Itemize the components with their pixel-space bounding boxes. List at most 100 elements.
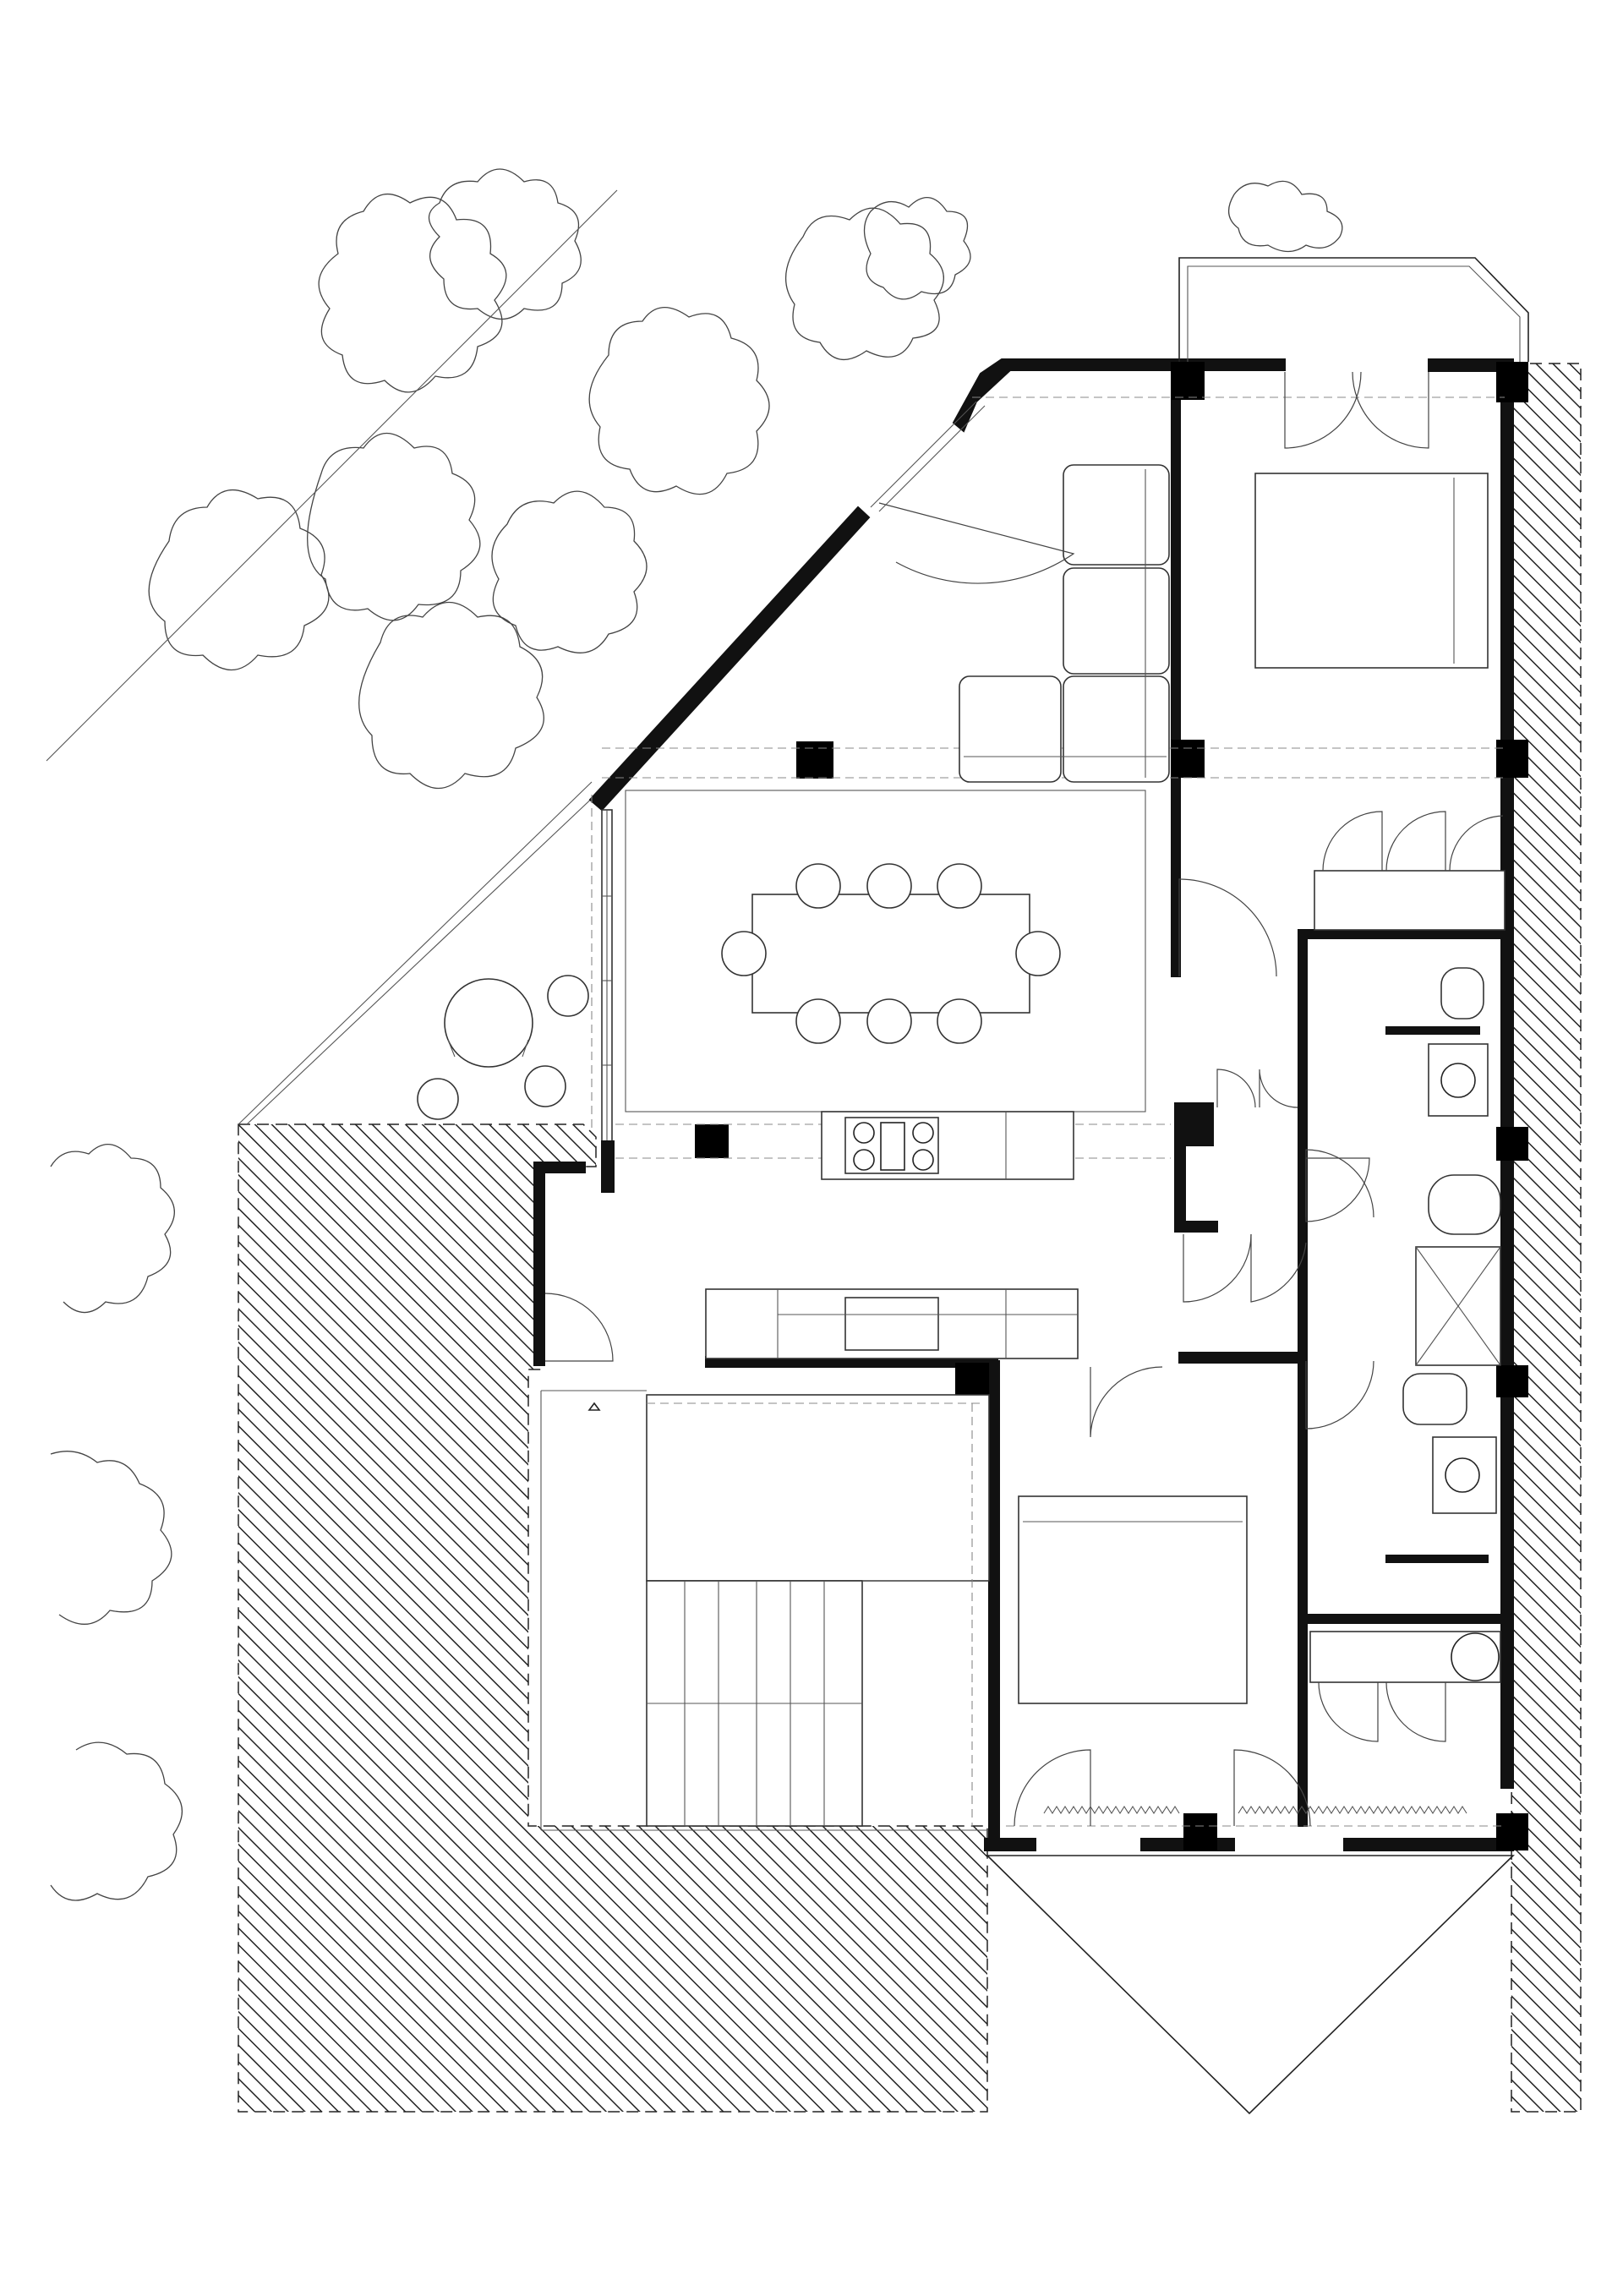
tree-canopy <box>307 432 481 621</box>
column <box>1496 1365 1528 1397</box>
terrace-table <box>444 978 533 1068</box>
sofa-seat <box>1063 464 1170 566</box>
left-facade-glazing <box>601 809 615 1193</box>
kitchen-island <box>821 1111 1074 1180</box>
landing <box>646 1394 990 1582</box>
terrace-stool <box>524 1065 566 1107</box>
column <box>955 1363 989 1397</box>
tree-canopies <box>46 168 1343 1901</box>
closet-door-swing <box>1385 811 1446 872</box>
sink <box>844 1297 939 1351</box>
burner-grid <box>880 1122 905 1171</box>
door-swing <box>1305 1157 1370 1222</box>
kitchen-counter <box>705 1288 1079 1359</box>
bedroom-2 <box>1014 1366 1501 1827</box>
wall-pier <box>601 1140 615 1193</box>
tree-canopy <box>491 490 648 653</box>
column <box>1496 1127 1528 1161</box>
tree-canopy <box>50 1741 183 1901</box>
wall-bedroom2-top <box>1178 1352 1303 1364</box>
wall-bedroom-left <box>988 1360 1000 1844</box>
terrace-stool <box>547 975 589 1017</box>
burner <box>912 1149 934 1171</box>
terrace-furniture <box>417 975 589 1120</box>
column <box>1171 740 1205 778</box>
tree-canopy <box>148 489 330 671</box>
washbasin <box>1428 1043 1489 1117</box>
bedroom-1 <box>1178 371 1506 977</box>
closet <box>1309 1631 1501 1683</box>
sofa <box>959 464 1170 783</box>
closet-door-swing <box>1318 1681 1379 1742</box>
tree-canopy <box>358 601 544 790</box>
door-swing <box>1178 878 1277 977</box>
dining-chair <box>937 863 982 909</box>
sliding-curtain <box>1238 1805 1467 1815</box>
closet <box>1314 870 1506 931</box>
balcony-top <box>1178 257 1529 362</box>
burner <box>853 1122 875 1144</box>
chair-mark <box>522 1039 529 1058</box>
dining-chair <box>721 931 767 976</box>
dining-set <box>721 863 1061 1044</box>
shaft-cross <box>1415 1246 1501 1366</box>
closet-door-swing <box>1449 815 1504 872</box>
entry-door-swing <box>544 1293 614 1362</box>
bathtub <box>1428 1174 1501 1235</box>
door-swing <box>1090 1366 1163 1438</box>
balcony-bottom <box>986 1855 1515 2115</box>
tree-canopy <box>1228 180 1343 253</box>
wall-core-bottom <box>1174 1221 1218 1233</box>
tree-canopy <box>50 1143 176 1314</box>
washing-machine <box>1451 1632 1500 1681</box>
circulation-doors <box>544 401 1374 1362</box>
tree-canopy <box>318 193 507 393</box>
wall-bath-top <box>1301 929 1506 939</box>
wall-diagonal-upper <box>952 358 1286 433</box>
wc <box>1402 1373 1467 1425</box>
dining-chair <box>866 998 912 1044</box>
basin-bowl <box>1445 1457 1480 1493</box>
wall-partition <box>1385 1026 1480 1035</box>
dining-chair <box>795 998 841 1044</box>
bathroom-2 <box>1305 1360 1497 1563</box>
sofa-seat <box>1063 675 1170 783</box>
dining-chair <box>866 863 912 909</box>
dining-chair <box>795 863 841 909</box>
tree-canopy <box>784 207 945 361</box>
tree-canopy <box>428 168 582 320</box>
door-swing <box>1305 1149 1374 1218</box>
tree-canopy <box>588 306 770 495</box>
glazing-line <box>878 405 986 512</box>
wall-core-side <box>1174 1102 1186 1231</box>
tree-canopy <box>863 197 971 300</box>
wall-partition <box>1385 1555 1489 1563</box>
sofa-seat <box>1063 567 1170 675</box>
sliding-curtain <box>1043 1805 1180 1815</box>
column <box>1496 362 1528 402</box>
site-diagonal-line <box>46 189 618 762</box>
glazing-line <box>870 401 977 508</box>
site-boundary-line <box>238 781 593 1125</box>
balcony-door-swing <box>878 502 1075 584</box>
wall-bottom-right <box>1343 1838 1514 1851</box>
dining-chair <box>937 998 982 1044</box>
door-swing <box>1305 1360 1374 1430</box>
dining-chair <box>1015 931 1061 976</box>
wc <box>1440 967 1484 1020</box>
bed <box>1254 473 1489 669</box>
burner <box>853 1149 875 1171</box>
wall-entry-top <box>533 1162 586 1173</box>
closet-door-swing <box>1322 811 1383 872</box>
door-swing <box>1259 1069 1298 1108</box>
door-swing <box>1216 1069 1256 1108</box>
column <box>1496 1813 1528 1850</box>
column <box>796 741 833 779</box>
wall-bath2-bottom <box>1301 1614 1506 1624</box>
door-swing <box>1284 371 1362 449</box>
wall-right-side <box>1500 367 1514 1789</box>
shaft <box>1415 1246 1501 1366</box>
door-swing <box>1250 1234 1307 1303</box>
column <box>1183 1813 1217 1850</box>
